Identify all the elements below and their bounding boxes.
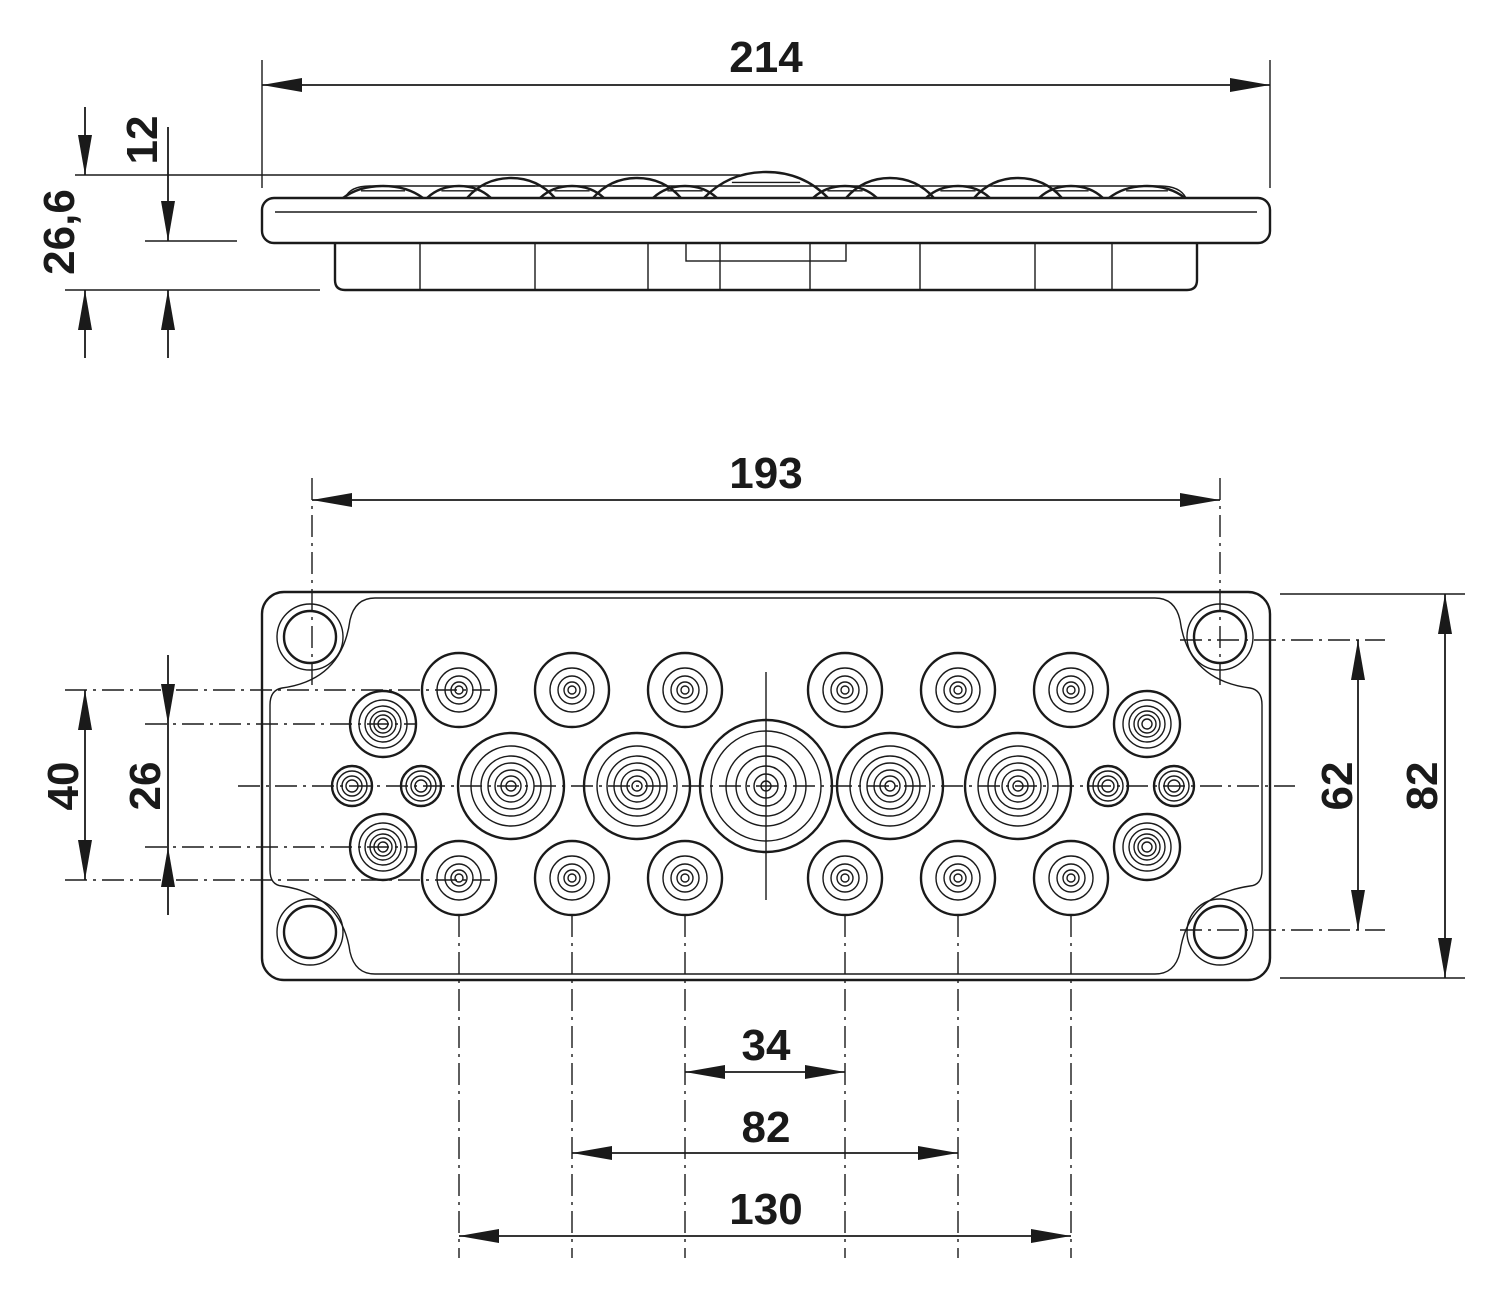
dim-label-82-pitch: 82 [742,1103,791,1152]
dim-label-62: 62 [1313,762,1362,811]
side-view-flange [260,196,1272,245]
grommet-profile [973,176,1063,199]
grommet-profile [426,184,492,199]
dim-label-40: 40 [39,762,88,811]
dim-label-214: 214 [729,33,803,82]
mounting-hole-boss [276,898,344,966]
grommet-profile [812,184,878,199]
grommet [646,651,724,729]
mounting-hole [282,904,338,960]
grommet [533,651,611,729]
grommet [835,731,945,841]
grommet [1112,812,1182,882]
grommet-profile [703,170,829,199]
plate-outline [260,590,1272,982]
grommet [420,651,498,729]
grommet [1032,839,1110,917]
grommets [330,651,1196,917]
dim-label-34: 34 [742,1021,791,1070]
dim-label-26-6: 26,6 [35,189,84,275]
dim-label-130: 130 [729,1185,802,1234]
mounting-hole [282,609,338,665]
grommet [919,651,997,729]
side-view: 214 12 26,6 [35,33,1272,358]
side-view-grommet-tops [342,170,1187,199]
grommet [806,839,884,917]
grommet-profile [466,176,556,199]
grommet [420,839,498,917]
plate-inner-border [269,597,1263,975]
grommet-profile [845,176,935,199]
grommet [646,839,724,917]
side-view-latch [685,242,847,262]
dim-label-82-height: 82 [1398,762,1447,811]
grommet [1032,651,1110,729]
dim-label-26: 26 [121,762,170,811]
dim-label-12: 12 [118,116,167,165]
grommet [533,839,611,917]
grommet [1112,689,1182,759]
mounting-hole [1192,904,1248,960]
mounting-hole-boss [276,603,344,671]
dim-label-193: 193 [729,449,802,498]
mounting-holes [276,603,1254,966]
front-view: 193 40 26 62 82 34 82 130 [39,449,1465,1258]
side-view-body [333,243,1199,292]
side-view-segments [419,243,1113,290]
grommet [806,651,884,729]
mounting-hole-boss [1186,898,1254,966]
side-view-cover [344,185,1187,199]
grommet [919,839,997,917]
